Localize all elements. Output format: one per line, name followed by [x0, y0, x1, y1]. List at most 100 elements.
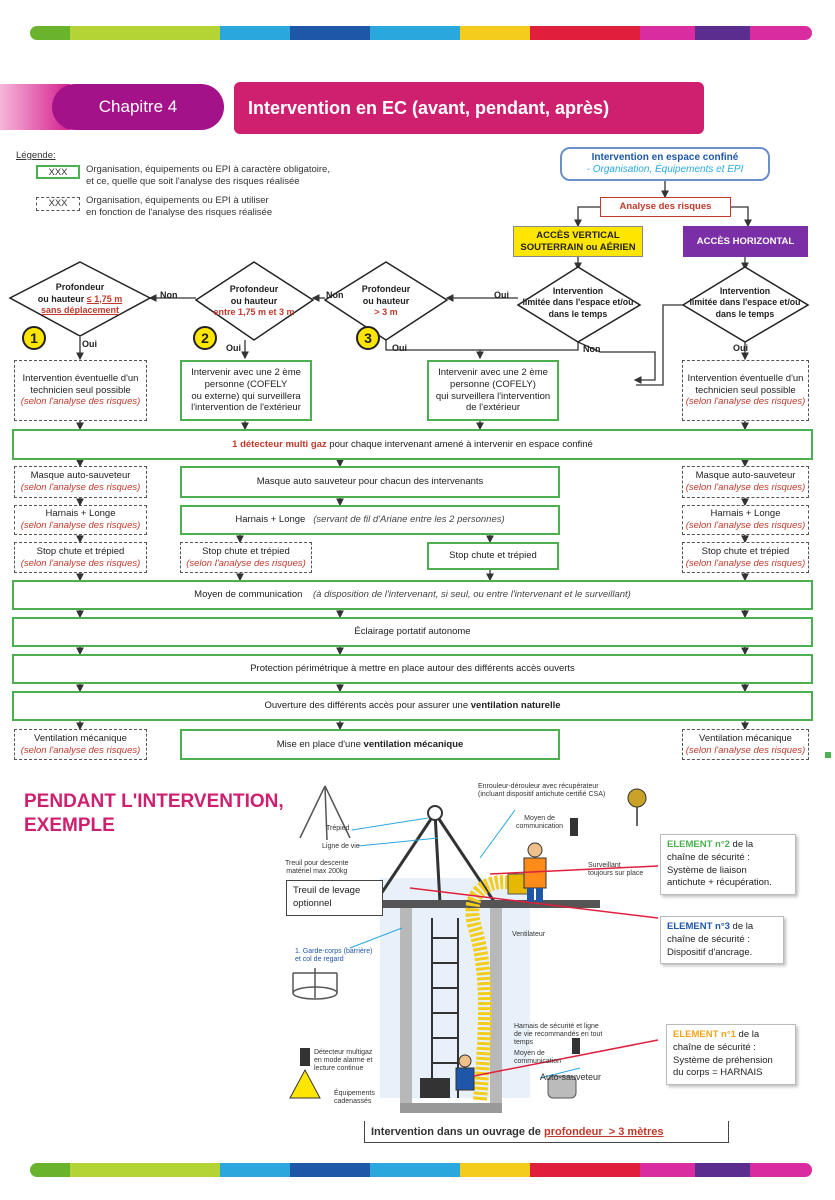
legend-dashed-text: Organisation, équipements ou EPI à utili…	[86, 195, 272, 220]
stop-obligatoire: Stop chute et trépied	[427, 542, 559, 570]
ouverture-bar: Ouverture des différents accès pour assu…	[12, 691, 813, 721]
top-box-intervention: Intervention en espace confiné - Organis…	[560, 147, 770, 181]
harnais-left-label: Harnais + Longe	[45, 508, 116, 520]
r2-line-4: l'intervention de l'extérieur	[191, 402, 301, 414]
stop-middle-note: (selon l'analyse des risques)	[186, 557, 306, 569]
decision-diamond-3	[323, 261, 449, 341]
r3-line-4: de l'extérieur	[465, 402, 521, 414]
non-label-v: Non	[583, 344, 601, 354]
d1-line-1: Profondeur	[55, 282, 105, 292]
label-ligne-de-vie: Ligne de vie	[322, 843, 360, 850]
mise-en-place-label: Mise en place d'une	[276, 738, 364, 750]
inter-h-line-3: dans le temps	[715, 308, 775, 319]
element-3-title: ELEMENT n°3 de la	[667, 921, 777, 934]
r2-line-3: ou externe) qui surveillera	[191, 390, 301, 402]
treuil-descente-line-2: matériel max 200kg	[286, 868, 348, 876]
equip-line-2: cadenassés	[334, 1098, 372, 1106]
example-title-line-2: EXEMPLE	[24, 814, 115, 836]
flowchart-connectors	[8, 180, 810, 731]
detector-rest: pour chaque intervenant amené à interven…	[326, 438, 593, 450]
label-moyen-com-2: Moyen de communication	[514, 1050, 561, 1066]
label-garde-corps: 1. Garde-corps (barrière) et col de rega…	[295, 948, 372, 964]
legend-solid-line-1: Organisation, équipements ou EPI à carac…	[86, 164, 330, 175]
protection-bar: Protection périmétrique à mettre en plac…	[12, 654, 813, 684]
ventil-left: Ventilation mécanique (selon l'analyse d…	[14, 729, 147, 760]
top-box-title: Intervention en espace confiné	[591, 151, 739, 163]
legend-dashed-line-2: en fonction de l'analyse des risques réa…	[86, 207, 273, 219]
enrouleur-line-2: (incluant dispositif antichute certifié …	[478, 791, 606, 799]
masque-right: Masque auto-sauveteur (selon l'analyse d…	[682, 466, 809, 498]
moyen-com2-line-1: Moyen de	[514, 1050, 545, 1057]
element-2-suffix: de la	[729, 839, 754, 850]
inter-v-line-2: limitée dans l'espace et/ou	[522, 297, 634, 308]
element-1-line-3: Système de préhension	[673, 1054, 773, 1066]
protection-label: Protection périmétrique à mettre en plac…	[250, 663, 575, 675]
r2-line-1: Intervenir avec une 2 ème	[191, 366, 301, 378]
decision-diamond-vertical	[516, 266, 642, 343]
r1-line-1: Intervention éventuelle d'un	[22, 372, 139, 384]
garde-corps-line-2: et col de regard	[295, 956, 344, 964]
element-2-line-2: chaîne de sécurité :	[667, 851, 750, 863]
confined-space-illustration	[289, 785, 659, 1113]
legend-solid-text: Organisation, équipements ou EPI à carac…	[86, 164, 330, 189]
surveillant-line-1: Surveillant	[588, 862, 621, 869]
equip-line-1: Équipements	[334, 1090, 375, 1097]
r2-line-2: personne (COFELY	[204, 378, 288, 390]
treuil-levage-box: Treuil de levage optionnel	[286, 880, 383, 916]
analyse-risques-box: Analyse des risques	[600, 197, 731, 217]
element-2-line-4: antichute + récupération.	[667, 877, 772, 889]
label-harnais-ligne: Harnais de sécurité et ligne de vie reco…	[514, 1023, 602, 1047]
harnais-ligne-line-1: Harnais de sécurité et ligne	[514, 1023, 599, 1030]
decision-diamond-horizontal	[681, 266, 810, 343]
stop-left: Stop chute et trépied (selon l'analyse d…	[14, 542, 147, 573]
oui-label-1: Oui	[82, 339, 97, 349]
top-color-stripe	[30, 26, 812, 40]
inter-h-line-1: Intervention	[719, 286, 771, 296]
element-3-name: ELEMENT n°3	[667, 921, 730, 932]
eclairage-label: Éclairage portatif autonome	[354, 626, 471, 638]
inter-v-line-1: Intervention	[552, 286, 604, 296]
moyen-com-line-2: communication	[516, 823, 564, 831]
example-title-line-1: PENDANT L'INTERVENTION,	[24, 791, 284, 812]
r3-line-2: personne (COFELY)	[450, 378, 536, 390]
d3-line-3: > 3 m	[374, 307, 398, 318]
decision-diamond-1	[8, 261, 152, 337]
masque-left: Masque auto-sauveteur (selon l'analyse d…	[14, 466, 147, 498]
ventil-mise-en-place: Mise en place d'une ventilation mécaniqu…	[180, 729, 560, 760]
element-1-name: ELEMENT n°1	[673, 1029, 736, 1040]
acces-horizontal-box: ACCÈS HORIZONTAL	[683, 226, 808, 257]
green-square-marker	[825, 752, 831, 758]
stop-right: Stop chute et trépied (selon l'analyse d…	[682, 542, 809, 573]
label-auto-sauveteur: Auto-sauveteur	[540, 1072, 602, 1082]
legend-title: Légende:	[16, 150, 56, 161]
result-box-3: Intervenir avec une 2 ème personne (COFE…	[427, 360, 559, 421]
analyse-label: Analyse des risques	[619, 201, 712, 213]
treuil-levage-line-2: optionnel	[293, 897, 332, 909]
element-2-title: ELEMENT n°2 de la	[667, 839, 789, 852]
r4-line-1: Intervention éventuelle d'un	[687, 372, 804, 384]
masque-left-label: Masque auto-sauveteur	[30, 470, 131, 482]
stop-middle-label: Stop chute et trépied	[202, 545, 290, 557]
r4-line-3: (selon l'analyse des risques)	[685, 396, 806, 408]
stop-left-note: (selon l'analyse des risques)	[20, 557, 141, 569]
eclairage-bar: Éclairage portatif autonome	[12, 617, 813, 647]
label-detecteur: Détecteur multigaz en mode alarme et lec…	[314, 1049, 372, 1073]
label-trepied: Trépied	[326, 825, 350, 832]
label-equipements: Équipements cadenassés	[334, 1090, 375, 1106]
ventil-left-label: Ventilation mécanique	[34, 732, 127, 744]
result-box-4: Intervention éventuelle d'un technicien …	[682, 360, 809, 421]
ouverture-label: Ouverture des différents accès pour assu…	[264, 700, 471, 712]
masque-right-label: Masque auto-sauveteur	[695, 470, 796, 482]
acces-vertical-line-2: SOUTERRAIN ou AÉRIEN	[520, 241, 636, 253]
non-label-1: Non	[160, 290, 178, 300]
non-label-2: Non	[326, 290, 344, 300]
stop-obligatoire-label: Stop chute et trépied	[449, 550, 537, 562]
masque-all: Masque auto sauveteur pour chacun des in…	[180, 466, 560, 498]
ventil-right-label: Ventilation mécanique	[699, 732, 792, 744]
decision-diamond-2	[194, 261, 315, 341]
chapter-label: Chapitre 4	[52, 84, 224, 130]
moyen-bar: Moyen de communication (à disposition de…	[12, 580, 813, 610]
inter-v-line-3: dans le temps	[548, 308, 608, 319]
result-box-2: Intervenir avec une 2 ème personne (COFE…	[180, 360, 312, 421]
harnais-ligne-line-3: temps	[514, 1039, 534, 1047]
